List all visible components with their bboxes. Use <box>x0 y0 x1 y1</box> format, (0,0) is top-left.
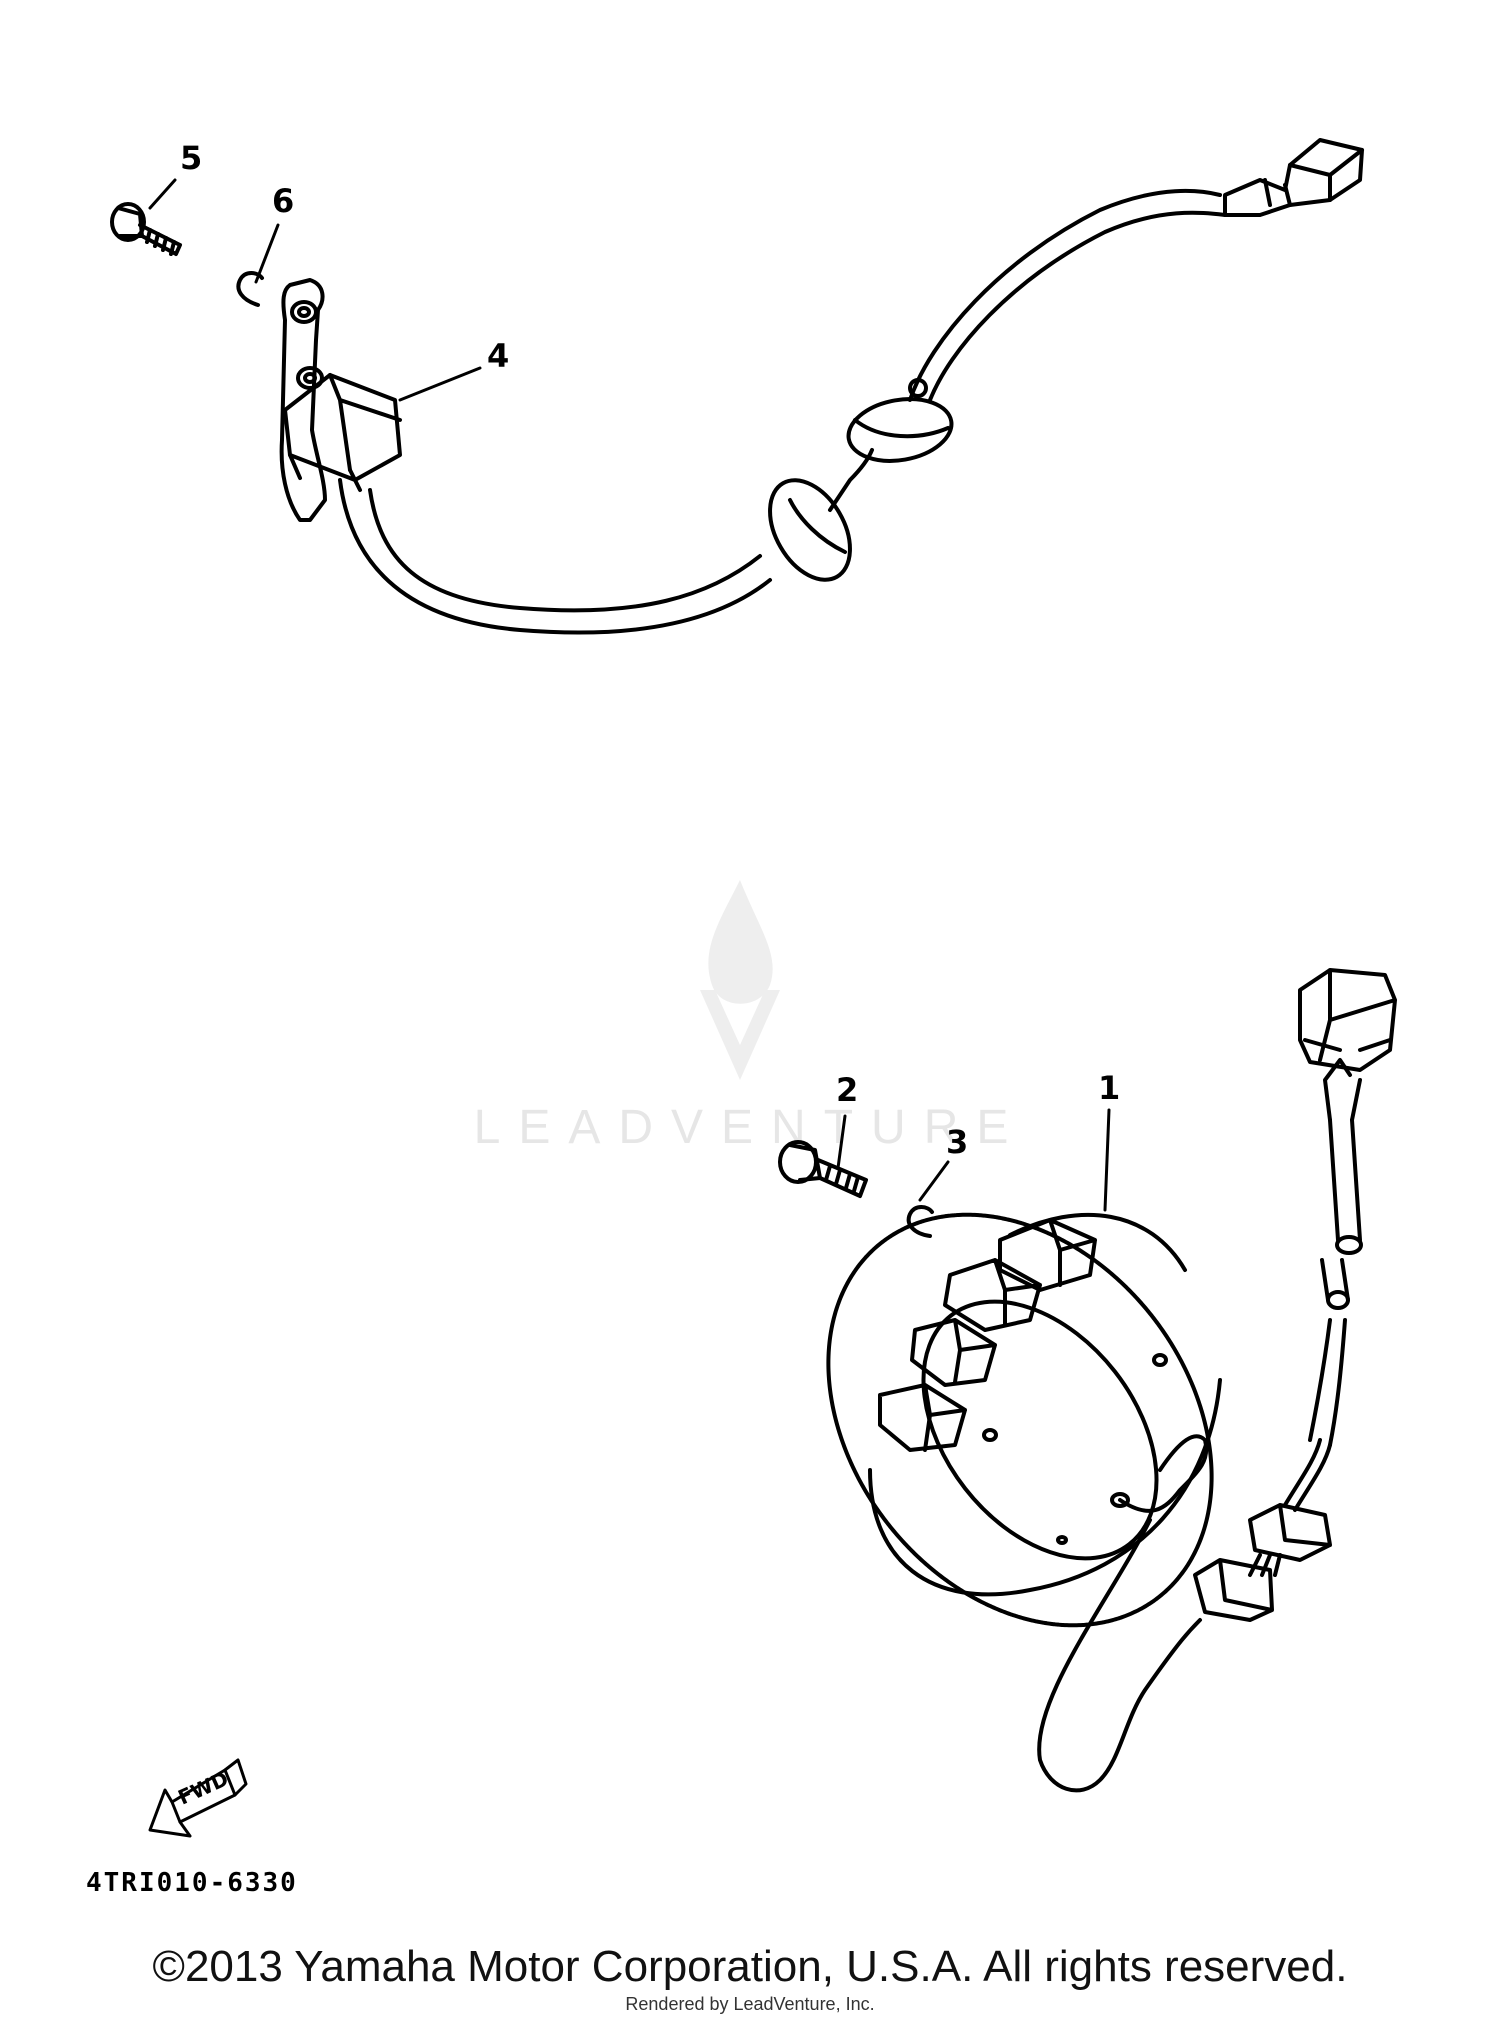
part-2-bolt <box>778 1140 868 1198</box>
leader-lines <box>148 178 1111 1212</box>
diagram-code: 4TRI010-6330 <box>86 1868 298 1898</box>
callout-1[interactable]: 1 <box>1098 1069 1121 1107</box>
watermark-text: LEADVENTURE <box>473 1101 1027 1154</box>
callout-6[interactable]: 6 <box>272 182 295 220</box>
callout-2[interactable]: 2 <box>836 1071 859 1109</box>
fwd-arrow-icon <box>148 1758 248 1838</box>
part-4-pickup-coil <box>279 138 1364 635</box>
part-3-clip <box>906 1205 934 1238</box>
callout-4[interactable]: 4 <box>487 337 510 375</box>
part-6-clip <box>236 271 264 307</box>
rendered-by-note: Rendered by LeadVenture, Inc. <box>625 1994 875 2014</box>
part-5-bolt <box>110 202 182 256</box>
copyright-notice: ©2013 Yamaha Motor Corporation, U.S.A. A… <box>152 1942 1348 1991</box>
callout-5[interactable]: 5 <box>180 139 203 177</box>
callout-3[interactable]: 3 <box>946 1123 969 1161</box>
part-1-stator <box>826 968 1397 1793</box>
